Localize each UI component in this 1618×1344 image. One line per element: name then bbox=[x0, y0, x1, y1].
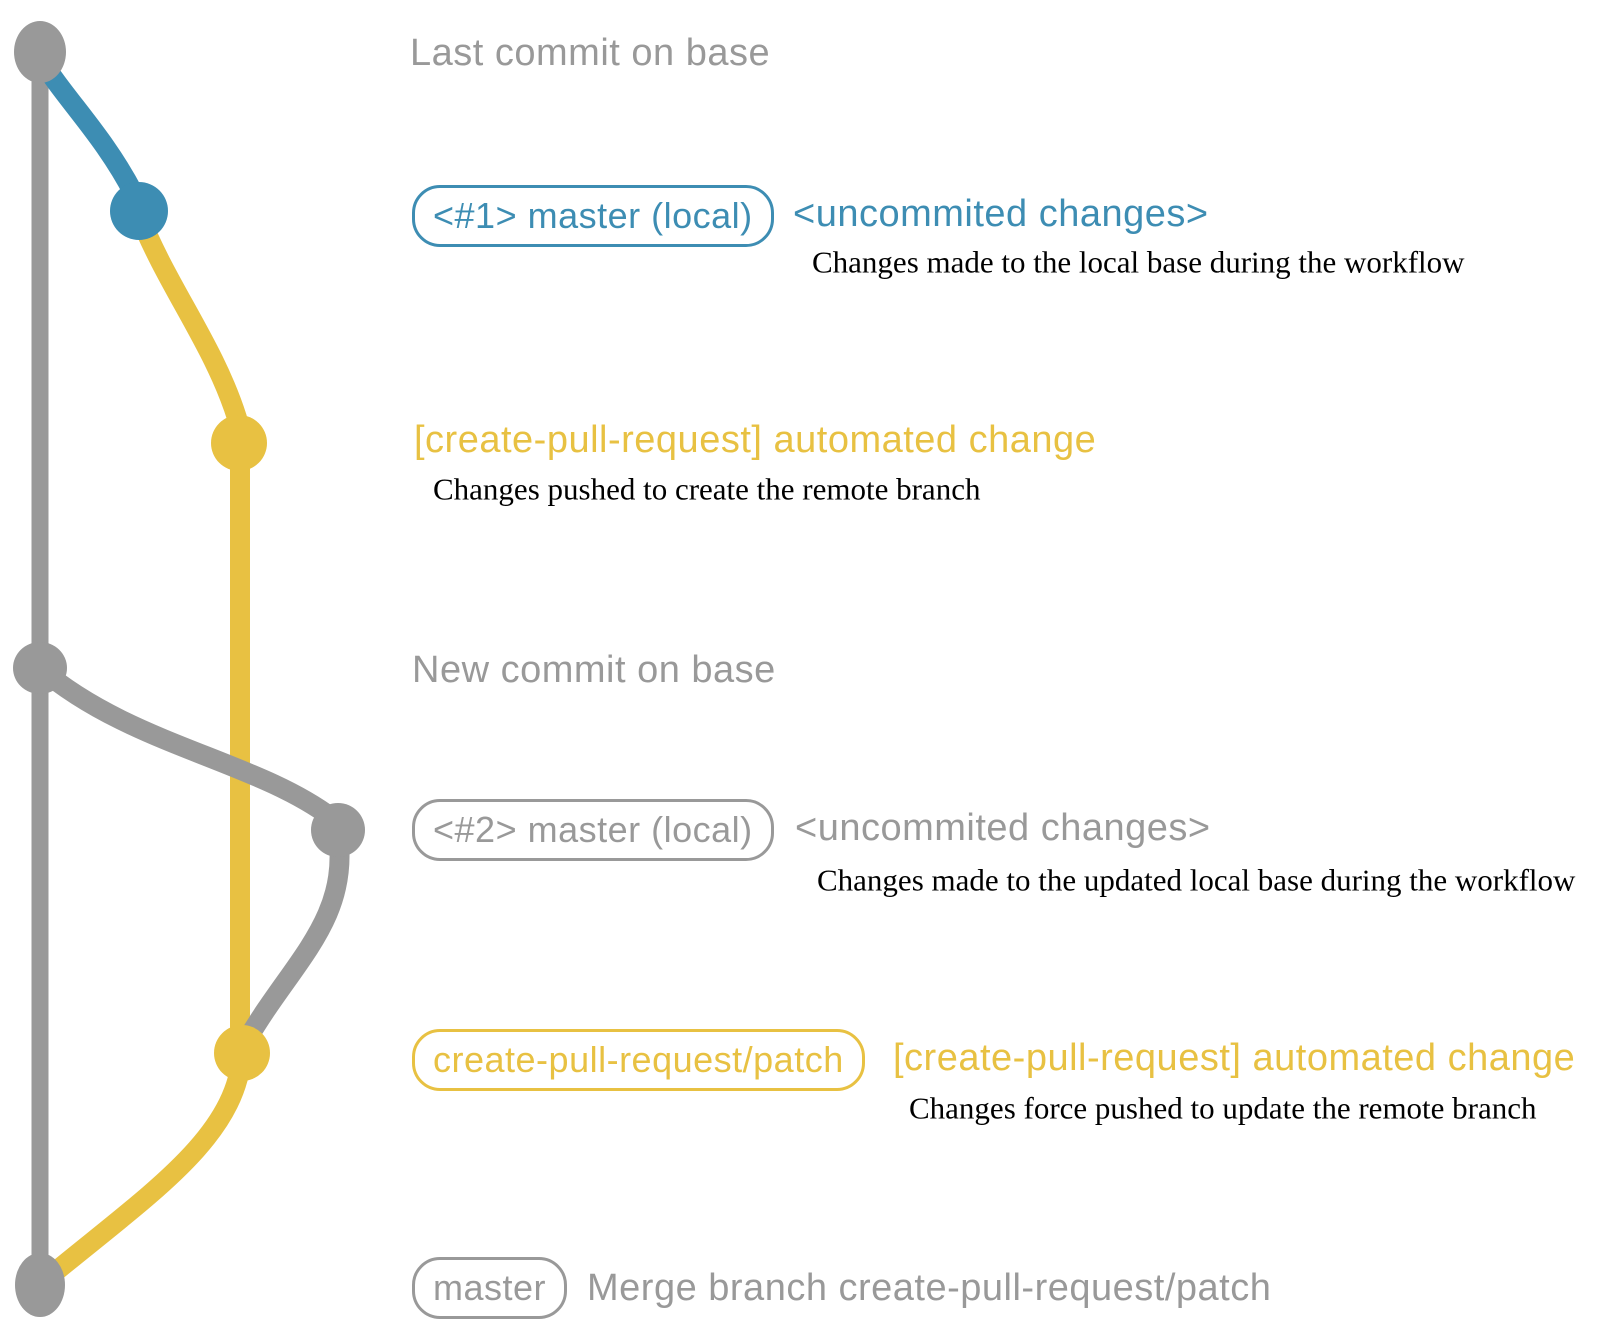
commit-dot-local-master-2 bbox=[311, 803, 365, 857]
badge-master-local-2-text: <#2> master (local) bbox=[412, 799, 774, 861]
branch-curve-local-master-1 bbox=[30, 48, 144, 204]
branch-curve-patch-from-master1 bbox=[129, 205, 247, 428]
commit-dot-merge bbox=[15, 1253, 65, 1317]
commit-dot-local-master-1 bbox=[110, 182, 168, 240]
branch-curve-patch-update bbox=[237, 824, 350, 1050]
badge-master: master bbox=[412, 1257, 568, 1319]
description-uncommitted-1: Changes made to the local base during th… bbox=[812, 244, 1465, 280]
message-uncommitted-2: <uncommited changes> bbox=[795, 807, 1211, 849]
message-automated-change-2: [create-pull-request] automated change bbox=[893, 1037, 1576, 1079]
badge-create-pull-request-patch-text: create-pull-request/patch bbox=[412, 1029, 865, 1091]
message-uncommitted-1: <uncommited changes> bbox=[793, 193, 1209, 235]
commit-dot-new-base bbox=[13, 642, 67, 694]
commit-dot-patch-update bbox=[214, 1025, 270, 1081]
message-automated-change-1: [create-pull-request] automated change bbox=[414, 419, 1097, 461]
message-merge-branch: Merge branch create-pull-request/patch bbox=[587, 1267, 1272, 1309]
label-new-commit-on-base: New commit on base bbox=[412, 649, 776, 691]
branch-curve-local-master-2 bbox=[30, 658, 342, 828]
badge-master-text: master bbox=[412, 1257, 568, 1319]
description-automated-change-1: Changes pushed to create the remote bran… bbox=[433, 471, 981, 507]
badge-master-local-1: <#1> master (local) bbox=[412, 185, 774, 247]
badge-master-local-2: <#2> master (local) bbox=[412, 799, 774, 861]
commit-graph bbox=[13, 21, 365, 1317]
description-uncommitted-2: Changes made to the updated local base d… bbox=[817, 862, 1576, 898]
branch-curve-merge-to-base bbox=[45, 1043, 252, 1282]
commit-dot-patch-create bbox=[211, 415, 267, 471]
badge-create-pull-request-patch: create-pull-request/patch bbox=[412, 1029, 865, 1091]
description-automated-change-2: Changes force pushed to update the remot… bbox=[909, 1090, 1537, 1126]
commit-dot-last-base bbox=[14, 21, 66, 83]
badge-master-local-1-text: <#1> master (local) bbox=[412, 185, 774, 247]
label-last-commit-on-base: Last commit on base bbox=[410, 32, 771, 74]
